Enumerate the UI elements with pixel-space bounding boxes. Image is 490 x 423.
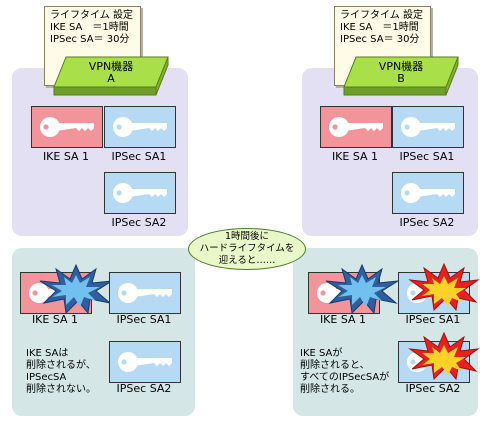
device-box-icon xyxy=(53,56,169,96)
ipsec-sa1-key-b xyxy=(392,106,464,148)
ike-sa1-label-right-result: IKE SA 1 xyxy=(319,313,367,326)
ipsec-sa1-key-a xyxy=(104,106,176,148)
ipsec-sa1-label-left-result: IPSec SA1 xyxy=(116,313,172,326)
red-burst-icon xyxy=(408,262,480,312)
key-icon xyxy=(401,117,455,137)
vpn-device-a: VPN機器 A xyxy=(52,55,170,97)
key-icon xyxy=(40,117,94,137)
vpn-device-b: VPN機器 B xyxy=(342,55,460,97)
key-icon xyxy=(401,183,455,203)
caption-left: IKE SAは 削除されるが、 IPSecSA 削除されない。 xyxy=(26,348,96,395)
blue-burst-icon xyxy=(325,263,399,315)
device-label-b: VPN機器 B xyxy=(378,60,424,85)
ipsec-sa2-key-a xyxy=(104,172,176,214)
ipsec-sa2-label-right-result: IPSec SA2 xyxy=(405,382,461,395)
device-box-icon xyxy=(343,56,459,96)
ipsec-sa2-key-left-result xyxy=(109,341,181,383)
ipsec-sa1-key-left-result xyxy=(109,272,181,314)
ipsec-sa2-label-a: IPSec SA2 xyxy=(111,216,167,229)
ike-sa1-label-b: IKE SA 1 xyxy=(331,150,379,163)
ipsec-sa2-label-left-result: IPSec SA2 xyxy=(116,382,172,395)
ipsec-sa1-label-a: IPSec SA1 xyxy=(111,150,167,163)
device-label-a: VPN機器 A xyxy=(88,60,134,85)
key-icon xyxy=(118,352,172,372)
ike-sa1-label-a: IKE SA 1 xyxy=(42,150,90,163)
ike-sa1-key-a xyxy=(31,106,103,148)
caption-right: IKE SAが 削除されると、 すべてのIPSecSAが 削除される。 xyxy=(300,348,390,395)
red-burst-icon xyxy=(408,331,480,381)
key-icon xyxy=(329,117,383,137)
ipsec-sa2-label-b: IPSec SA2 xyxy=(399,216,455,229)
blue-burst-icon xyxy=(39,263,113,315)
ipsec-sa1-label-b: IPSec SA1 xyxy=(399,150,455,163)
key-icon xyxy=(113,183,167,203)
key-icon xyxy=(118,283,172,303)
time-elapsed-bubble: 1時間後に ハードライフタイムを 迎えると…… xyxy=(188,228,306,270)
ike-sa1-key-b xyxy=(320,106,392,148)
ipsec-sa1-label-right-result: IPSec SA1 xyxy=(405,313,461,326)
ipsec-sa2-key-b xyxy=(392,172,464,214)
key-icon xyxy=(113,117,167,137)
ike-sa1-label-left-result: IKE SA 1 xyxy=(31,313,79,326)
